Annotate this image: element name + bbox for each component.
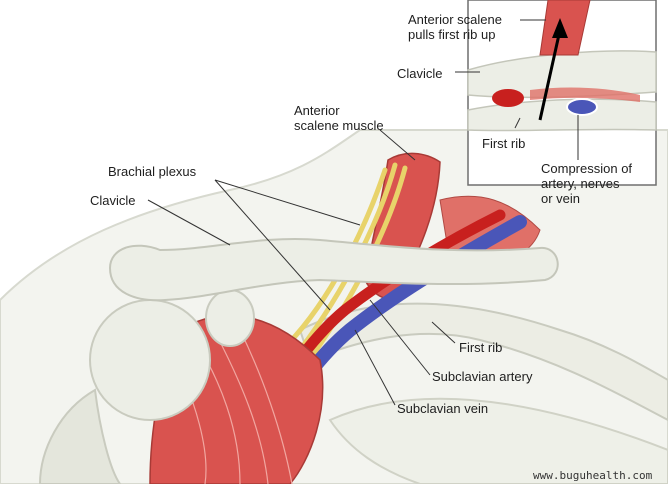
coracoid-process <box>205 289 255 347</box>
anterior-scalene-label: Anterior scalene muscle <box>294 103 384 133</box>
watermark: www.buguhealth.com <box>533 469 653 482</box>
inset-illustration <box>467 0 657 132</box>
inset-leader-lines <box>455 19 579 160</box>
inset-compression-label: Compression of artery, nerves or vein <box>541 161 632 206</box>
lower-rib-bone <box>328 397 668 484</box>
inset-clavicle-label: Clavicle <box>397 66 443 81</box>
leader-lines <box>147 129 456 406</box>
inset-artery <box>492 89 524 107</box>
brachial-plexus-label: Brachial plexus <box>108 164 197 179</box>
humerus-shaft <box>38 388 122 484</box>
humerus-head <box>89 299 211 421</box>
inset-anterior-scalene-line2: pulls first rib up <box>408 27 496 42</box>
inset-muscle-band <box>530 87 640 102</box>
inset-compression-line2: artery, nerves <box>541 176 620 191</box>
anterior-scalene-label-line2: scalene muscle <box>294 118 384 133</box>
inset-arrow-head <box>552 18 568 38</box>
subclavian-artery-label: Subclavian artery <box>432 369 533 384</box>
inset-vein <box>566 98 598 116</box>
muscle-fibers <box>174 329 293 484</box>
inset-anterior-scalene-label: Anterior scalene pulls first rib up <box>408 12 502 42</box>
inset-pull-arrow <box>538 29 562 121</box>
subclavian-vein-label: Subclavian vein <box>397 401 489 416</box>
inset-anterior-scalene-line1: Anterior scalene <box>408 12 502 27</box>
inset-compression-line1: Compression of <box>541 161 633 176</box>
clavicle-label: Clavicle <box>90 193 136 208</box>
inset-compression-line3: or vein <box>541 191 581 206</box>
inset-first-rib <box>467 98 657 132</box>
anterior-scalene-label-line1: Anterior <box>294 103 340 118</box>
inset-scalene <box>539 0 591 56</box>
inset-first-rib-label: First rib <box>482 136 526 151</box>
clavicle-bone <box>108 237 559 302</box>
first-rib-label: First rib <box>459 340 503 355</box>
